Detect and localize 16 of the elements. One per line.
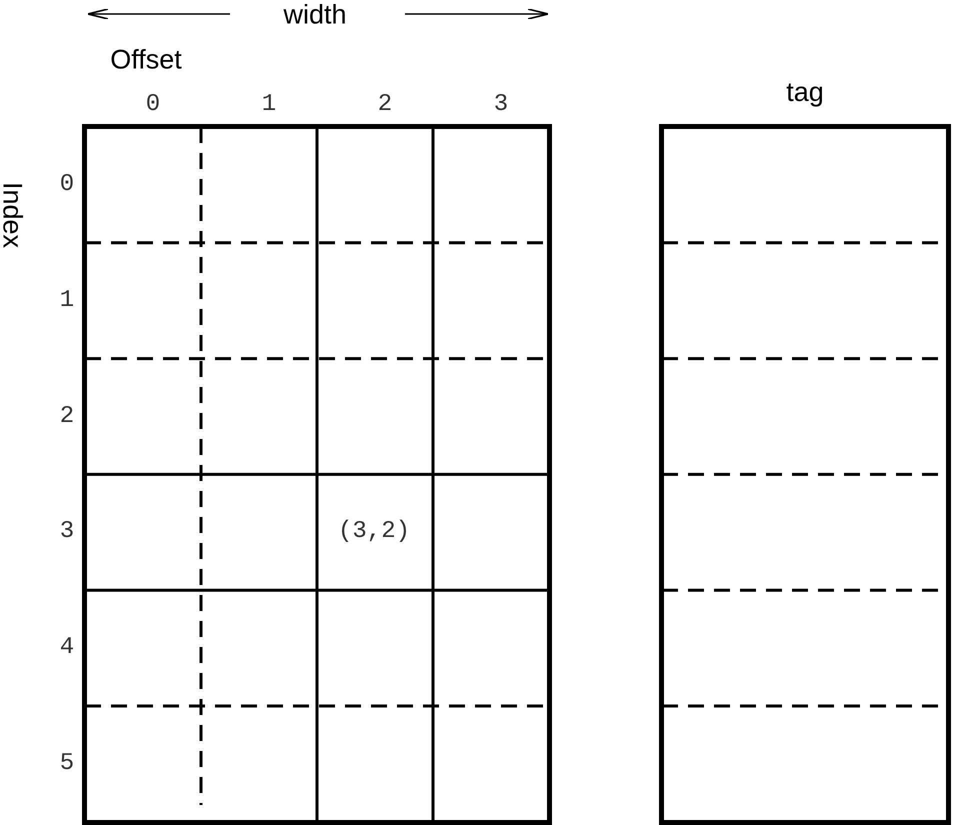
row-number: 4 — [60, 636, 74, 660]
row-number: 2 — [60, 404, 74, 428]
column-number: 3 — [494, 93, 508, 117]
column-number: 0 — [146, 93, 160, 117]
column-number: 2 — [378, 93, 392, 117]
row-number: 3 — [60, 520, 74, 544]
column-number: 1 — [262, 93, 276, 117]
row-number: 1 — [60, 288, 74, 313]
axis-title: Index — [0, 182, 26, 248]
axis-title: Offset — [110, 46, 182, 74]
row-number: 0 — [60, 172, 74, 197]
array-grid — [82, 124, 552, 825]
column-heading: tag — [785, 79, 825, 106]
dimension-label: width — [283, 2, 347, 28]
row-number: 5 — [60, 752, 74, 776]
coordinate-label: (3,2) — [316, 473, 432, 590]
